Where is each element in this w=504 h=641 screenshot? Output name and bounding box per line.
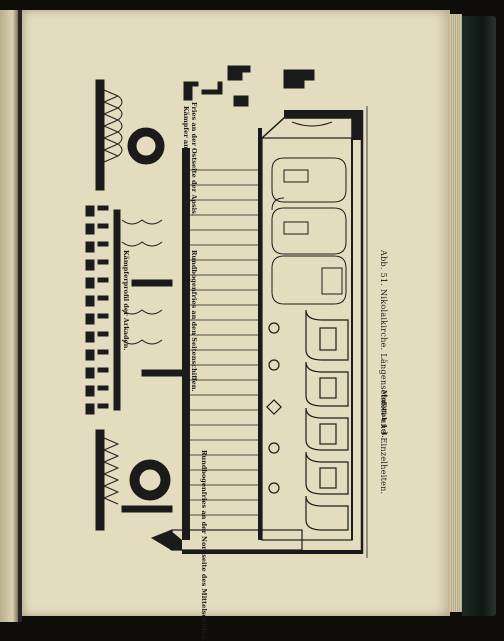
page-stack-edge xyxy=(450,14,462,612)
nave-oculi xyxy=(266,322,282,494)
label-apse-frieze: Fries an der Ostseite der Apsis. xyxy=(190,102,198,217)
book-page: Abb. 51. Nikolaikirche. Längenschnitt un… xyxy=(22,10,450,641)
label-frieze-aisles: Rundbogenfries an den Seitenschiffen. xyxy=(190,250,198,392)
nave-roof-beam xyxy=(182,148,190,540)
choir-windows xyxy=(271,157,347,305)
profile-details xyxy=(183,65,315,107)
nave-arcade xyxy=(305,309,349,531)
frieze-details xyxy=(85,79,183,531)
longitudinal-section xyxy=(150,106,368,558)
roof-rafters xyxy=(190,169,258,516)
figure-caption: Abb. 51. Nikolaikirche. Längenschnitt un… xyxy=(379,250,388,495)
architectural-plate xyxy=(85,65,368,558)
scale-label: Maßstab 1:4. xyxy=(380,390,388,438)
facing-page-edge xyxy=(0,10,18,622)
label-frieze-north: Rundbogenfries an der Nordseite des Mitt… xyxy=(200,450,208,641)
label-window-impost: Kämpfer an den Fenstern. xyxy=(182,106,190,202)
label-arcade-impost: Kämpferprofil der Arkaden. xyxy=(122,250,130,351)
book-gutter xyxy=(18,10,22,622)
book-cover xyxy=(462,16,496,616)
